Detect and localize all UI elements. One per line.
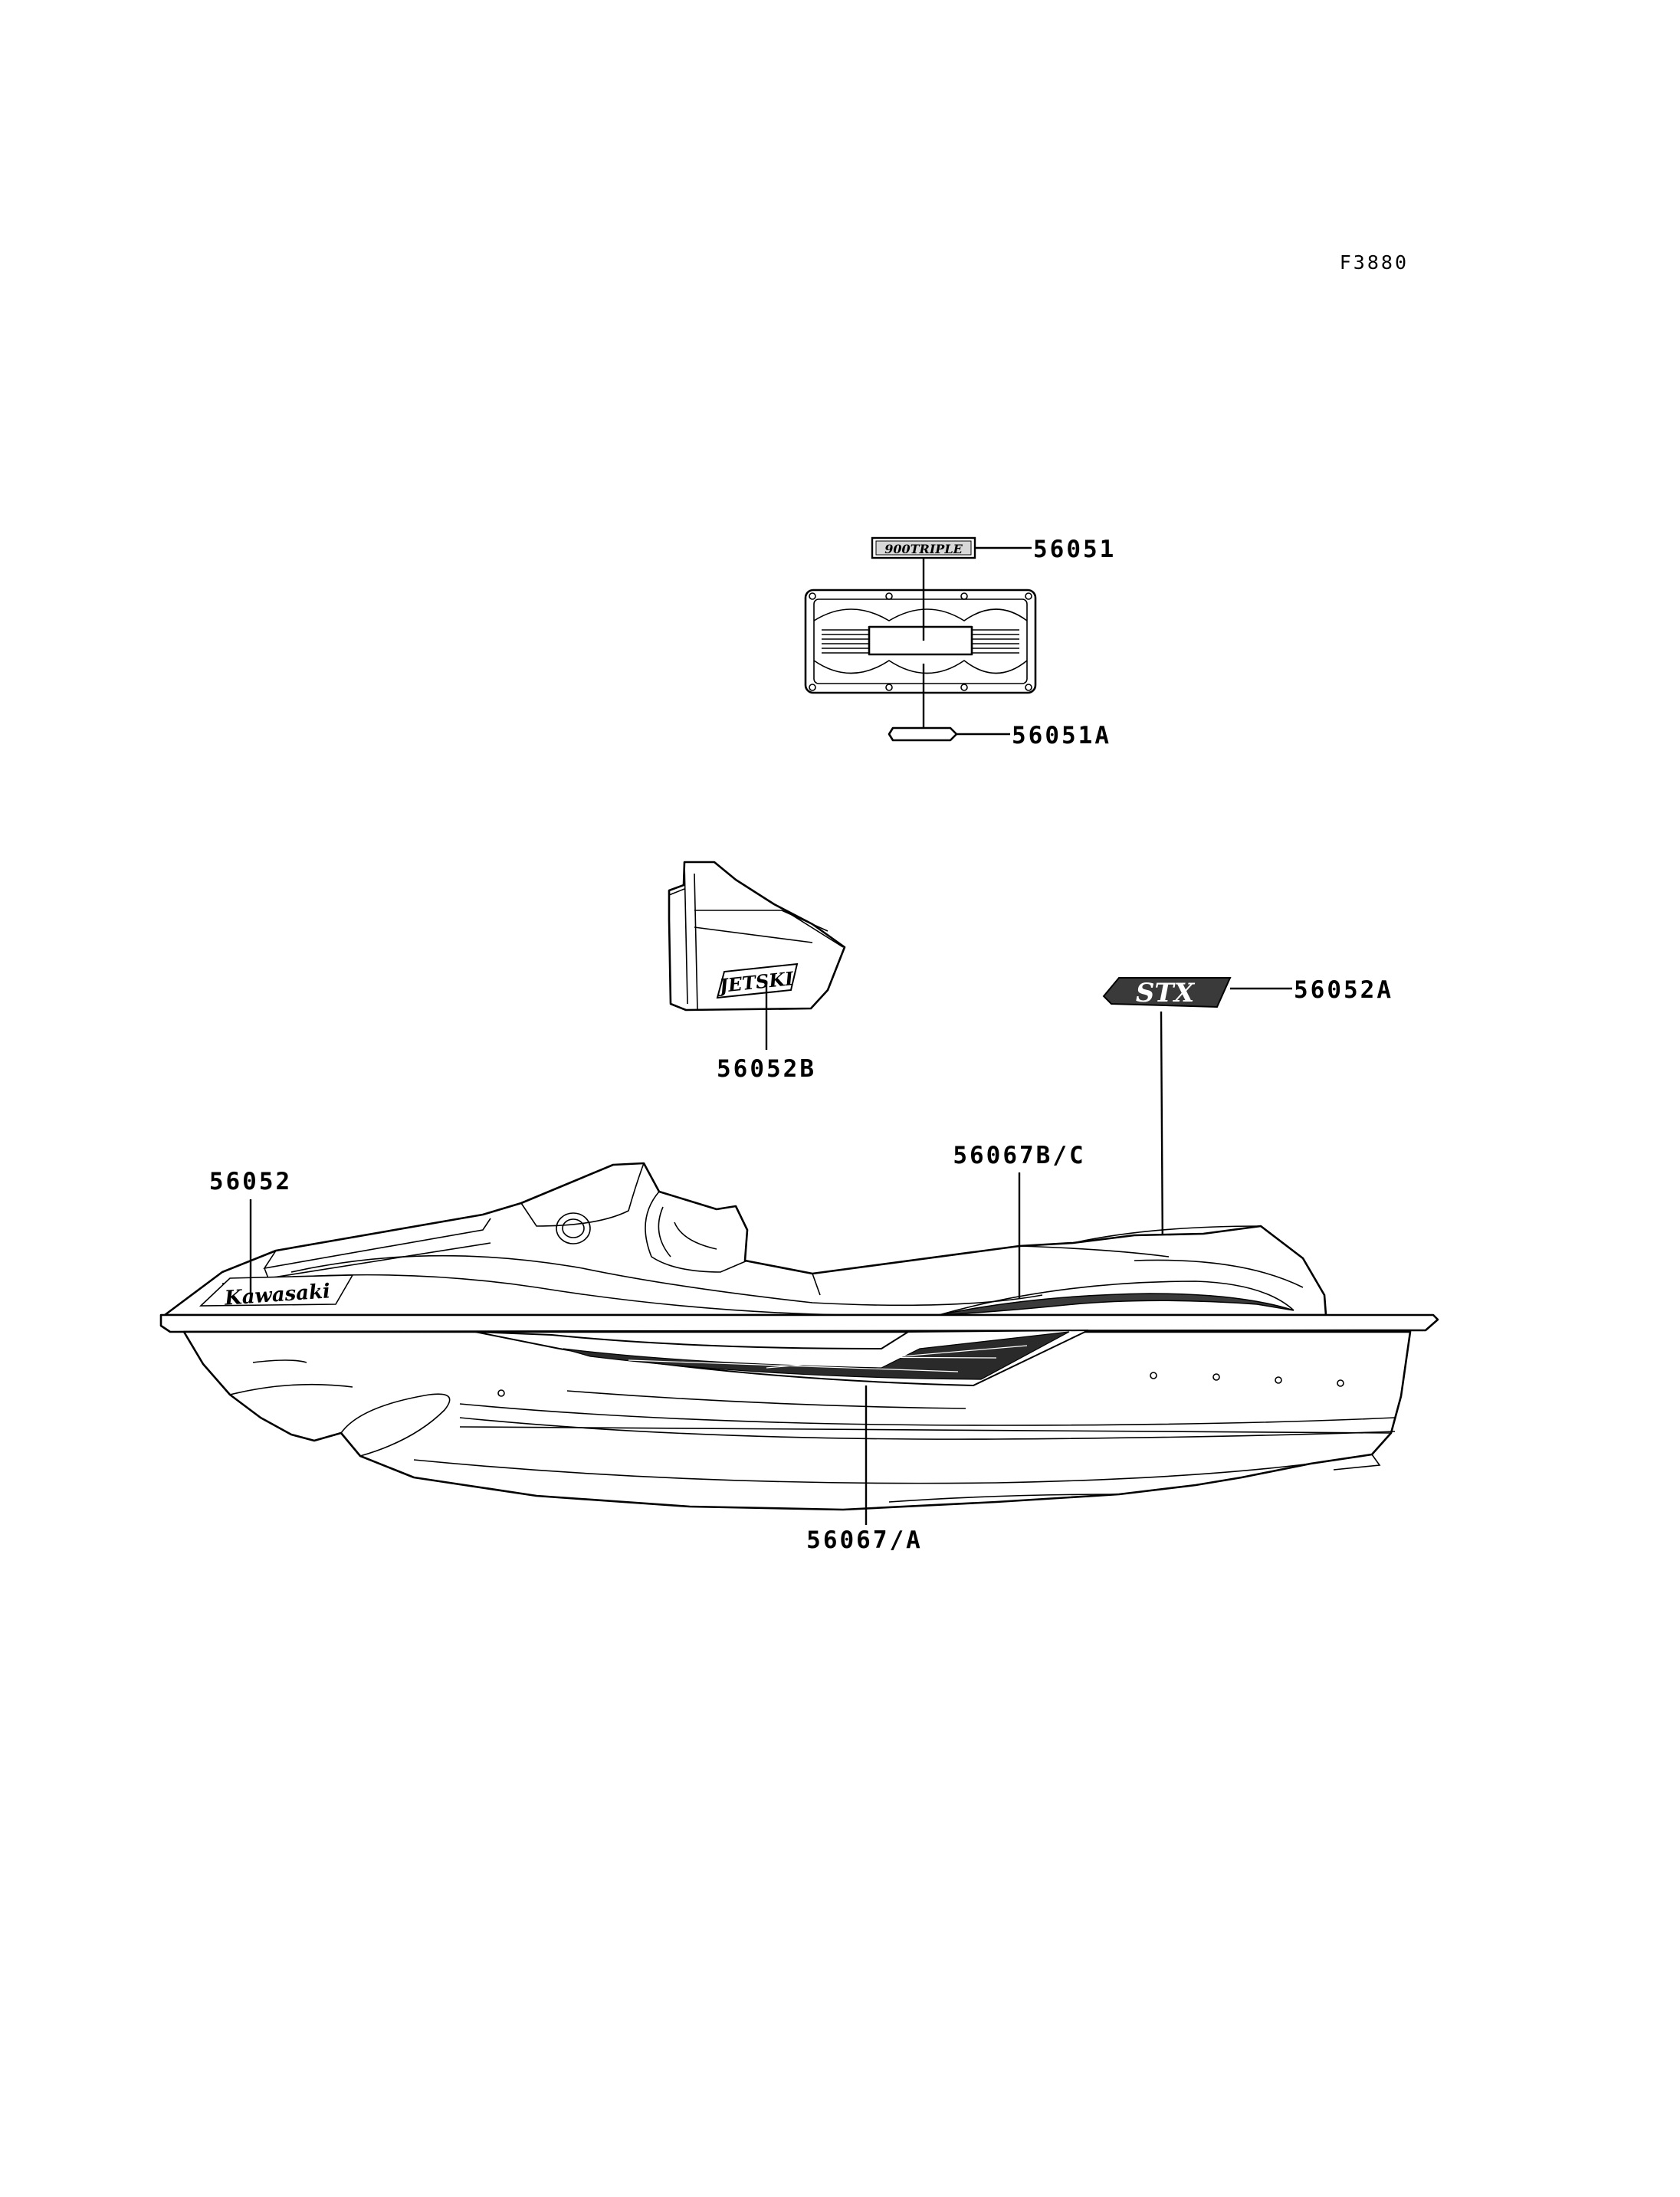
part-label-56052B: 56052B bbox=[717, 1055, 816, 1083]
engine-cover-illustration bbox=[804, 589, 1037, 694]
engine-badge-text: 900TRIPLE bbox=[884, 542, 963, 556]
stx-logo-decal: STX bbox=[1102, 977, 1232, 1008]
part-label-56052: 56052 bbox=[209, 1168, 292, 1195]
leader-line-56052A-b bbox=[1160, 1011, 1164, 1258]
part-label-56067BC: 56067B/C bbox=[953, 1142, 1085, 1169]
part-label-56067A: 56067/A bbox=[806, 1526, 923, 1554]
part-label-56051: 56051 bbox=[1033, 536, 1116, 563]
part-label-56051A: 56051A bbox=[1012, 722, 1111, 749]
stx-logo-text: STX bbox=[1136, 978, 1196, 1008]
watercraft-illustration: Kawasaki bbox=[159, 1162, 1439, 1511]
steering-cowl-illustration: JETSKI bbox=[668, 861, 846, 1012]
part-label-56052A: 56052A bbox=[1294, 976, 1393, 1004]
figure-code: F3880 bbox=[1340, 251, 1409, 274]
small-plate-decal bbox=[888, 726, 958, 742]
engine-badge-decal: 900TRIPLE bbox=[871, 536, 976, 559]
